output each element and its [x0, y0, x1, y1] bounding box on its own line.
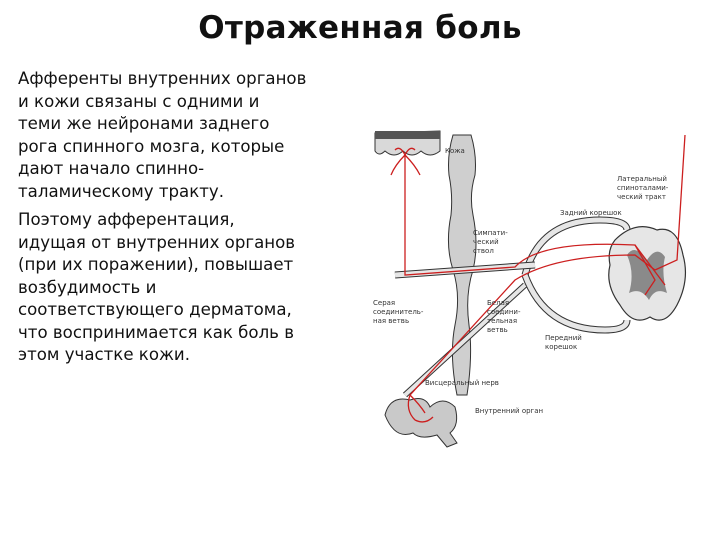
slide-body: Афференты внутренних органов и кожи связ…	[18, 68, 358, 373]
paragraph-2: Поэтому афферентация, идущая от внутренн…	[18, 210, 296, 364]
label-skin: Кожа	[445, 147, 465, 155]
label-ventral-root-1: Передний	[545, 334, 582, 342]
label-gray-ramus-1: Серая	[373, 299, 395, 307]
label-ventral-root-2: корешок	[545, 343, 577, 351]
label-gray-ramus-2: соединитель-	[373, 308, 424, 316]
sympathetic-trunk	[447, 134, 477, 396]
internal-organ	[384, 398, 458, 448]
label-dorsal-root: Задний корешок	[560, 209, 622, 217]
referred-pain-diagram: Кожа Латеральный спиноталами- ческий тра…	[373, 130, 687, 448]
nerve-pathways	[390, 134, 686, 423]
label-white-ramus-4: ветвь	[487, 326, 508, 334]
label-internal-organ: Внутренний орган	[475, 407, 543, 415]
spinal-cord	[608, 226, 687, 321]
label-white-ramus-1: Белая	[487, 299, 509, 307]
label-white-ramus-2: соедини-	[487, 308, 521, 316]
label-gray-ramus-3: ная ветвь	[373, 317, 409, 325]
label-lateral-tract-3: ческий тракт	[617, 193, 666, 201]
label-visceral-nerve: Висцеральный нерв	[425, 379, 499, 387]
paragraph-1: Афференты внутренних органов и кожи связ…	[18, 69, 307, 201]
label-lateral-tract-1: Латеральный	[617, 175, 667, 183]
label-sympathetic-2: ческий	[473, 238, 499, 246]
label-white-ramus-3: тельная	[487, 317, 517, 325]
label-sympathetic-1: Симпати-	[473, 229, 508, 237]
slide-title: Отраженная боль	[198, 10, 522, 46]
label-lateral-tract-2: спиноталами-	[617, 184, 669, 192]
diagram-labels: Кожа Латеральный спиноталами- ческий тра…	[373, 147, 669, 415]
label-sympathetic-3: ствол	[473, 247, 494, 255]
